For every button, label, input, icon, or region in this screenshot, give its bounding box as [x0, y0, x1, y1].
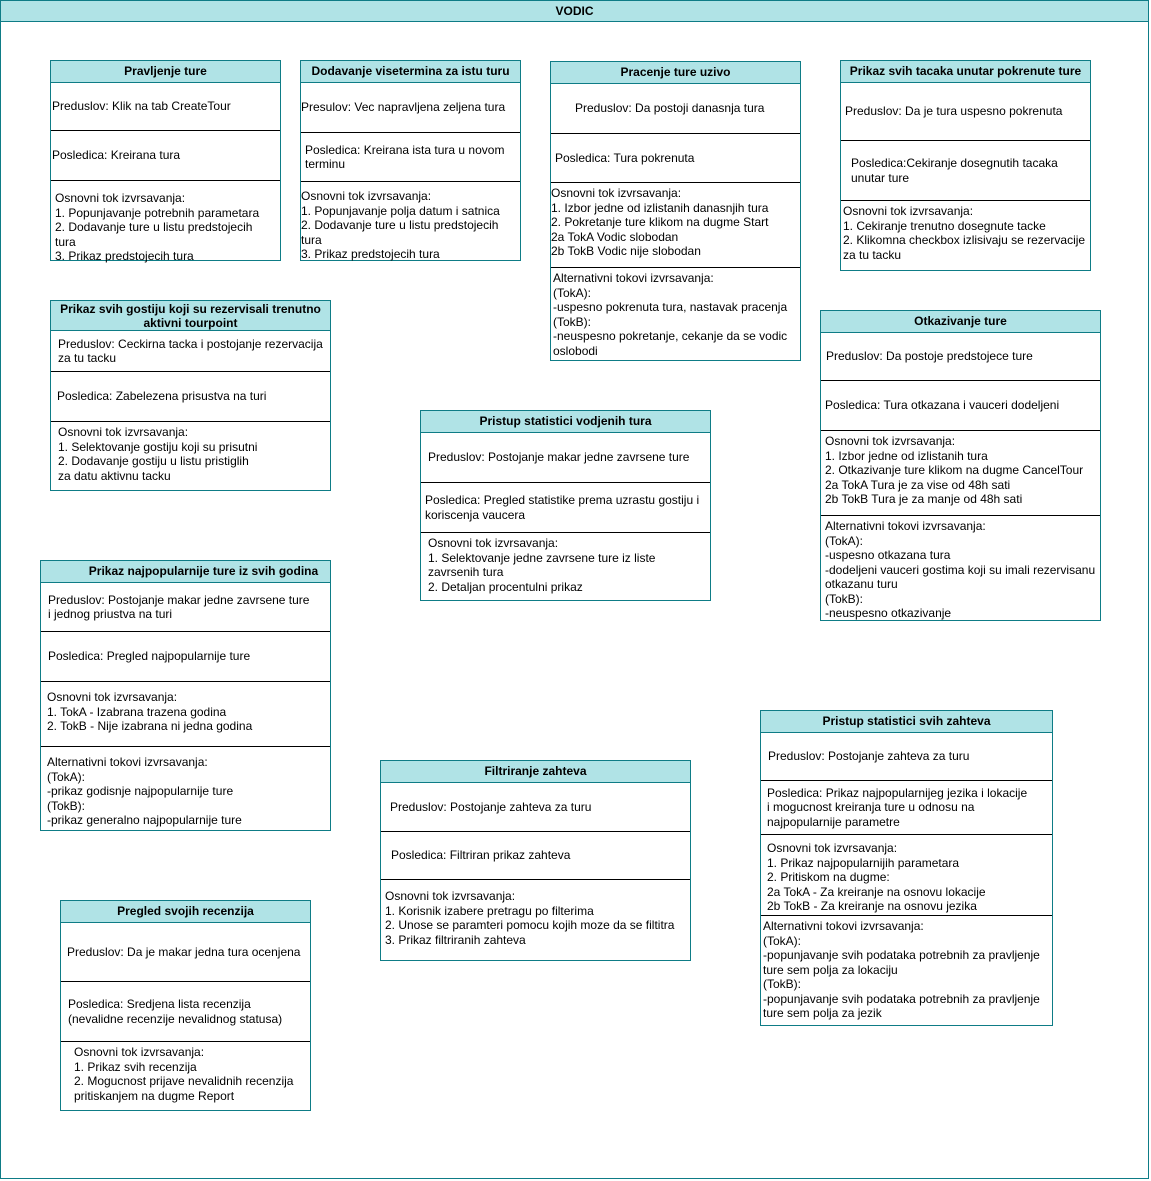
usecase-najpopularnija-tura[interactable]: Prikaz najpopularnije ture iz svih godin… — [40, 560, 331, 831]
postcondition: Posledica: Pregled najpopularnije ture — [41, 632, 330, 682]
usecase-title: Pracenje ture uzivo — [551, 62, 800, 84]
main-flow: Osnovni tok izvrsavanja: 1. Cekiranje tr… — [843, 204, 1086, 262]
main-flow: Osnovni tok izvrsavanja: 1. Popunjavanje… — [55, 191, 260, 263]
postcondition: Posledica: Filtriran prikaz zahteva — [381, 832, 690, 880]
usecase-filtriranje-zahteva[interactable]: Filtriranje zahteva Preduslov: Postojanj… — [380, 760, 691, 961]
usecase-pracenje-ture-uzivo[interactable]: Pracenje ture uzivo Preduslov: Da postoj… — [550, 61, 801, 361]
precondition: Preduslov: Da je makar jedna tura ocenje… — [61, 923, 310, 982]
usecase-statistika-zahteva[interactable]: Pristup statistici svih zahteva Preduslo… — [760, 710, 1053, 1026]
usecase-otkazivanje-ture[interactable]: Otkazivanje ture Preduslov: Da postoje p… — [820, 310, 1101, 621]
precondition: Preduslov: Postojanje makar jedne zavrse… — [421, 433, 710, 483]
main-flow: Osnovni tok izvrsavanja: 1. Popunjavanje… — [301, 189, 500, 261]
usecase-title: Prikaz svih tacaka unutar pokrenute ture — [841, 61, 1090, 83]
usecase-statistika-vodjenih-tura[interactable]: Pristup statistici vodjenih tura Predusl… — [420, 410, 711, 601]
usecase-dodavanje-visetermina[interactable]: Dodavanje visetermina za istu turu Presu… — [300, 60, 521, 261]
alternative-flow: Alternativni tokovi izvrsavanja: (TokA):… — [763, 919, 1040, 1020]
main-flow: Osnovni tok izvrsavanja: 1. Korisnik iza… — [385, 889, 675, 947]
precondition: Preduslov: Postojanje zahteva za turu — [381, 783, 690, 832]
precondition: Preduslov: Ceckirna tacka i postojanje r… — [51, 331, 330, 372]
postcondition: Posledica:Cekiranje dosegnutih tacaka un… — [841, 141, 1090, 201]
precondition: Preduslov: Postojanje zahteva za turu — [761, 733, 1052, 781]
frame-title: VODIC — [0, 0, 1149, 22]
precondition: Preduslov: Da je tura uspesno pokrenuta — [841, 83, 1090, 141]
main-flow: Osnovni tok izvrsavanja: 1. Prikaz svih … — [74, 1045, 294, 1103]
alternative-flow: Alternativni tokovi izvrsavanja: (TokA):… — [825, 519, 1096, 620]
alternative-flow: Alternativni tokovi izvrsavanja: (TokA):… — [553, 271, 788, 358]
precondition: Preduslov: Postojanje makar jedne zavrse… — [41, 583, 330, 632]
usecase-prikaz-gostiju[interactable]: Prikaz svih gostiju koji su rezervisali … — [50, 300, 331, 491]
main-flow: Osnovni tok izvrsavanja: 1. Selektovanje… — [58, 425, 258, 483]
main-flow: Osnovni tok izvrsavanja: 1. Izbor jedne … — [551, 183, 800, 268]
main-flow: Osnovni tok izvrsavanja: 1. Izbor jedne … — [821, 431, 1100, 516]
usecase-title: Pristup statistici svih zahteva — [761, 711, 1052, 733]
main-flow: Osnovni tok izvrsavanja: 1. Prikaz najpo… — [761, 835, 1052, 916]
usecase-prikaz-tacaka[interactable]: Prikaz svih tacaka unutar pokrenute ture… — [840, 60, 1091, 271]
precondition: Presulov: Vec napravljena zeljena tura — [301, 83, 520, 133]
usecase-pregled-recenzija[interactable]: Pregled svojih recenzija Preduslov: Da j… — [60, 900, 311, 1111]
postcondition: Posledica: Tura otkazana i vauceri dodel… — [821, 381, 1100, 431]
usecase-title: Filtriranje zahteva — [381, 761, 690, 783]
postcondition: Posledica: Zabelezena prisustva na turi — [51, 372, 330, 422]
postcondition: Posledica: Kreirana tura — [51, 131, 280, 181]
usecase-title: Prikaz najpopularnije ture iz svih godin… — [41, 561, 330, 583]
alternative-flow: Alternativni tokovi izvrsavanja: (TokA):… — [47, 755, 242, 827]
usecase-title: Pravljenje ture — [51, 61, 280, 83]
usecase-title: Pregled svojih recenzija — [61, 901, 310, 923]
usecase-title: Prikaz svih gostiju koji su rezervisali … — [51, 301, 330, 331]
precondition: Preduslov: Klik na tab CreateTour — [51, 83, 280, 131]
usecase-pravljenje-ture[interactable]: Pravljenje ture Preduslov: Klik na tab C… — [50, 60, 281, 263]
postcondition: Posledica: Tura pokrenuta — [551, 134, 800, 183]
postcondition: Posledica: Pregled statistike prema uzra… — [421, 483, 710, 533]
usecase-title: Pristup statistici vodjenih tura — [421, 411, 710, 433]
precondition: Preduslov: Da postoje predstojece ture — [821, 333, 1100, 381]
main-flow: Osnovni tok izvrsavanja: 1. Selektovanje… — [428, 536, 656, 594]
usecase-title: Otkazivanje ture — [821, 311, 1100, 333]
postcondition: Posledica: Kreirana ista tura u novom te… — [301, 133, 520, 182]
main-flow: Osnovni tok izvrsavanja: 1. TokA - Izabr… — [41, 682, 330, 747]
postcondition: Posledica: Prikaz najpopularnijeg jezika… — [761, 781, 1052, 835]
postcondition: Posledica: Sredjena lista recenzija (nev… — [61, 982, 310, 1042]
precondition: Preduslov: Da postoji danasnja tura — [551, 84, 800, 134]
usecase-title: Dodavanje visetermina za istu turu — [301, 61, 520, 83]
